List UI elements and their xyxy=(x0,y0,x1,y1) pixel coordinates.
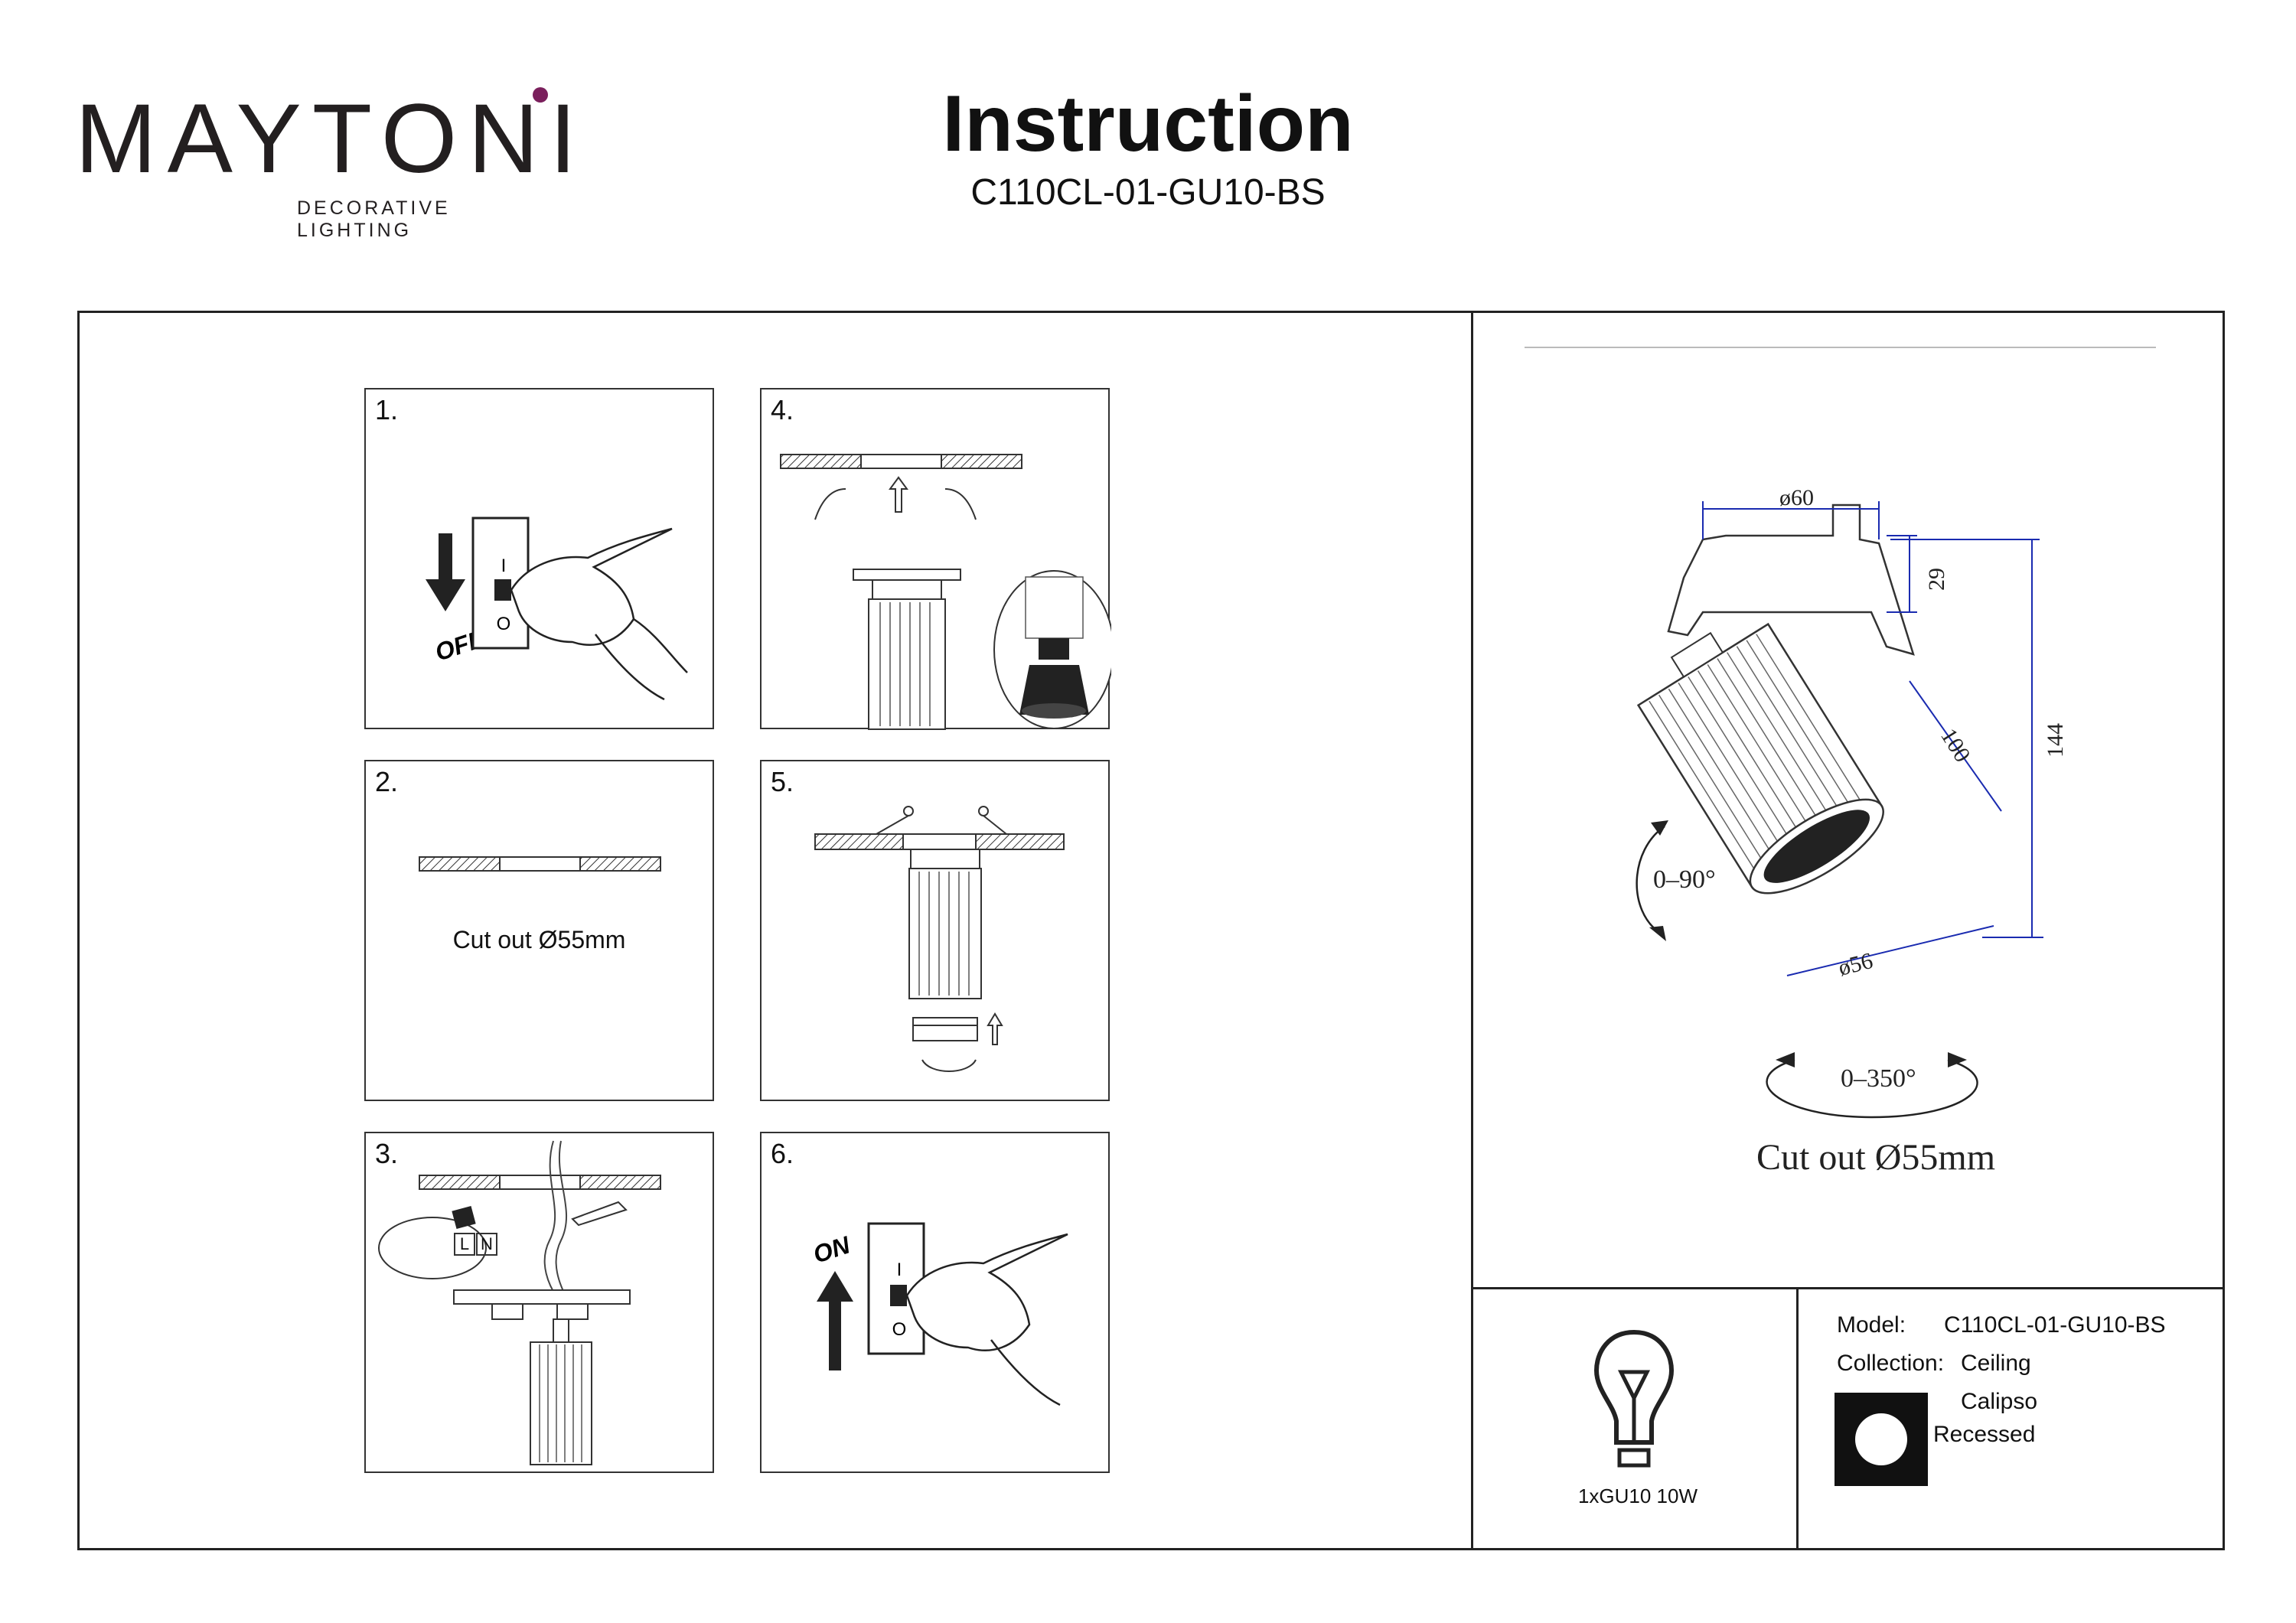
dimension-diameter-56: ø56 xyxy=(1836,948,1876,981)
series-name: Calipso xyxy=(1961,1389,2038,1414)
tilt-range: 0–90° xyxy=(1653,865,1716,894)
step-number: 6. xyxy=(771,1138,794,1169)
dimension-lines xyxy=(1702,501,2043,976)
instruction-frame xyxy=(77,311,2225,1550)
step-number: 1. xyxy=(375,394,399,425)
brand-name: MAYTONI xyxy=(75,84,588,194)
rotation-arrow-icon xyxy=(1766,1058,1978,1119)
wire-live-label: L xyxy=(454,1233,475,1256)
step-number: 4. xyxy=(771,394,794,425)
mounting-type: Recessed xyxy=(1933,1422,2036,1447)
step-6-panel: 6. ON I O xyxy=(760,1132,1110,1473)
install-ring-icon xyxy=(814,806,1065,1072)
bulb-spec: 1xGU10 10W xyxy=(1577,1484,1698,1507)
logo-dot-icon xyxy=(533,87,548,103)
model-label: Model: xyxy=(1837,1312,1906,1338)
svg-text:O: O xyxy=(497,614,511,634)
brand-tagline: DECORATIVE LIGHTING xyxy=(297,197,451,241)
lamp-body xyxy=(1636,622,1884,895)
switch-off-icon: OFF I O xyxy=(426,517,688,701)
collection-value: Ceiling xyxy=(1961,1351,2031,1376)
ceiling-cutout-icon xyxy=(419,856,661,872)
gu10-bulb-icon xyxy=(780,454,1111,730)
spec-divider xyxy=(1796,1287,1799,1550)
frame-divider-vertical xyxy=(1471,311,1473,1550)
step-5-panel: 5. xyxy=(760,760,1110,1101)
dimension-diameter-60: ø60 xyxy=(1779,485,1814,510)
rotation-range: 0–350° xyxy=(1841,1064,1916,1093)
dimension-height-144: 144 xyxy=(2043,723,2068,758)
step-3-panel: 3. L N xyxy=(364,1132,714,1473)
page-title: Instruction xyxy=(942,80,1354,168)
diagram-top-rule xyxy=(1525,347,2156,348)
cutout-instruction: Cut out Ø55mm xyxy=(452,926,626,953)
wiring-icon xyxy=(378,1140,661,1465)
dimension-length-100: 100 xyxy=(1936,724,1975,767)
step-2-panel: 2. Cut out Ø55mm xyxy=(364,760,714,1101)
model-value: C110CL-01-GU10-BS xyxy=(1944,1312,2166,1338)
on-label: ON xyxy=(810,1230,854,1268)
svg-text:I: I xyxy=(501,556,507,576)
step-number: 5. xyxy=(771,766,794,797)
tilt-arrow-icon xyxy=(1636,825,1665,935)
collection-label: Collection: xyxy=(1837,1351,1945,1376)
recessed-icon xyxy=(1835,1393,1928,1486)
brand-logo: MAYTONI DECORATIVE LIGHTING xyxy=(75,87,576,241)
step-number: 3. xyxy=(375,1138,399,1169)
svg-text:O: O xyxy=(892,1319,907,1340)
switch-on-icon: ON I O xyxy=(810,1222,1068,1406)
step-number: 2. xyxy=(375,766,399,797)
lamp-drawing xyxy=(1636,504,1915,895)
dimension-height-29: 29 xyxy=(1924,568,1949,591)
step-4-panel: 4. xyxy=(760,388,1111,730)
frame-divider-horizontal xyxy=(1471,1287,2225,1289)
product-dimension-diagram: ø60 29 100 144 ø56 0–90° 0–350° Cut out … xyxy=(1636,485,2068,1178)
bulb-icon xyxy=(1593,1329,1675,1468)
model-code-heading: C110CL-01-GU10-BS xyxy=(970,172,1326,213)
cutout-size: Cut out Ø55mm xyxy=(1756,1137,1995,1178)
wire-neutral-label: N xyxy=(476,1233,497,1256)
svg-text:I: I xyxy=(897,1260,902,1280)
step-1-panel: 1. OFF I O xyxy=(364,388,714,729)
